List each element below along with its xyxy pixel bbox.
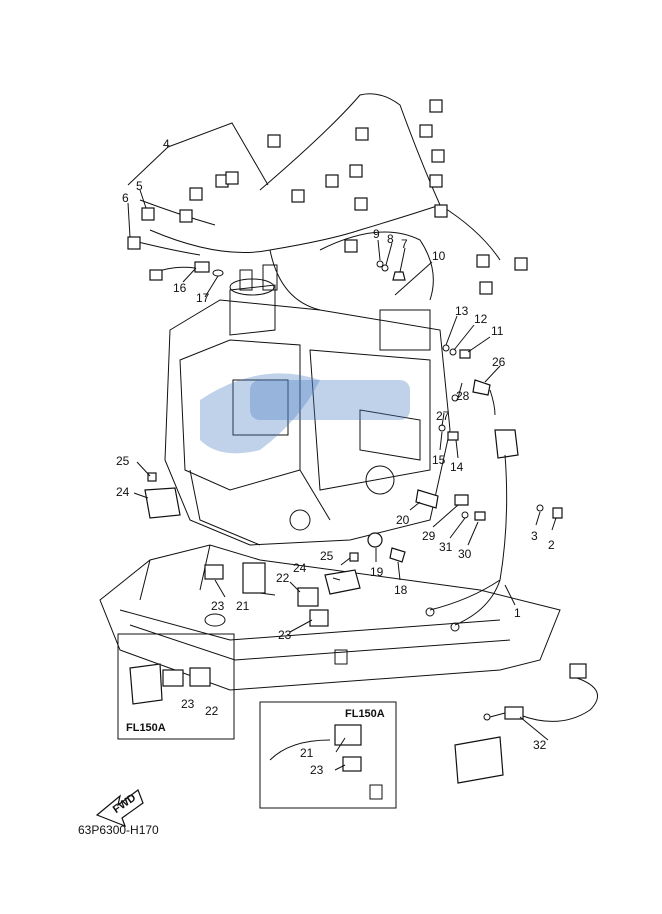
callout-17: 17 bbox=[196, 291, 210, 305]
callout-numbers: 1 2 3 4 5 6 7 8 9 10 11 12 13 14 15 16 1… bbox=[116, 137, 555, 777]
callout-inset-22: 22 bbox=[205, 704, 219, 718]
callout-26: 26 bbox=[492, 355, 506, 369]
callout-25b: 25 bbox=[320, 549, 334, 563]
callout-inset-23b: 23 bbox=[310, 763, 324, 777]
callout-1: 1 bbox=[514, 606, 521, 620]
leader-lines bbox=[127, 122, 557, 771]
inset-left-label: FL150A bbox=[126, 722, 166, 734]
callout-4: 4 bbox=[163, 137, 170, 151]
drawing-code: 63P6300-H170 bbox=[78, 823, 159, 837]
callout-6: 6 bbox=[122, 191, 129, 205]
engine-block bbox=[164, 264, 451, 546]
callout-14: 14 bbox=[450, 460, 464, 474]
callout-28: 28 bbox=[456, 389, 470, 403]
battery-lead-32 bbox=[454, 677, 599, 784]
watermark-logo bbox=[200, 373, 410, 454]
callout-7: 7 bbox=[401, 237, 408, 251]
callout-15: 15 bbox=[432, 453, 446, 467]
inset-right-label: FL150A bbox=[345, 708, 385, 720]
callout-2: 2 bbox=[548, 538, 555, 552]
callout-16: 16 bbox=[173, 281, 187, 295]
callout-23b: 23 bbox=[211, 599, 225, 613]
ring-17 bbox=[212, 269, 224, 277]
inset-right bbox=[259, 701, 397, 809]
callout-20: 20 bbox=[396, 513, 410, 527]
callout-24b: 24 bbox=[293, 561, 307, 575]
callout-31: 31 bbox=[439, 540, 453, 554]
callout-8: 8 bbox=[387, 232, 394, 246]
callout-inset-21: 21 bbox=[300, 746, 314, 760]
callout-29: 29 bbox=[422, 529, 436, 543]
callout-13: 13 bbox=[455, 304, 469, 318]
wire-harness bbox=[129, 93, 501, 311]
callout-5: 5 bbox=[136, 179, 143, 193]
callout-inset-23: 23 bbox=[181, 697, 195, 711]
callout-24: 24 bbox=[116, 485, 130, 499]
callout-30: 30 bbox=[458, 547, 472, 561]
sensor-16 bbox=[149, 261, 210, 281]
inset-left bbox=[117, 633, 235, 740]
fwd-arrow-icon bbox=[95, 789, 144, 828]
callout-10: 10 bbox=[432, 249, 446, 263]
lower-cowling bbox=[99, 544, 561, 691]
callout-3: 3 bbox=[531, 529, 538, 543]
callout-21: 21 bbox=[236, 599, 250, 613]
battery-cable bbox=[425, 454, 508, 632]
lower-parts bbox=[144, 472, 406, 627]
callout-23: 23 bbox=[278, 628, 292, 642]
callout-27: 27 bbox=[436, 409, 450, 423]
callout-11: 11 bbox=[491, 324, 504, 338]
callout-9: 9 bbox=[373, 227, 380, 241]
callout-22: 22 bbox=[276, 571, 290, 585]
callout-32: 32 bbox=[533, 738, 547, 752]
callout-25: 25 bbox=[116, 454, 130, 468]
callout-18: 18 bbox=[394, 583, 408, 597]
callout-12: 12 bbox=[474, 312, 488, 326]
small-fasteners bbox=[376, 260, 563, 521]
callout-19: 19 bbox=[370, 565, 384, 579]
